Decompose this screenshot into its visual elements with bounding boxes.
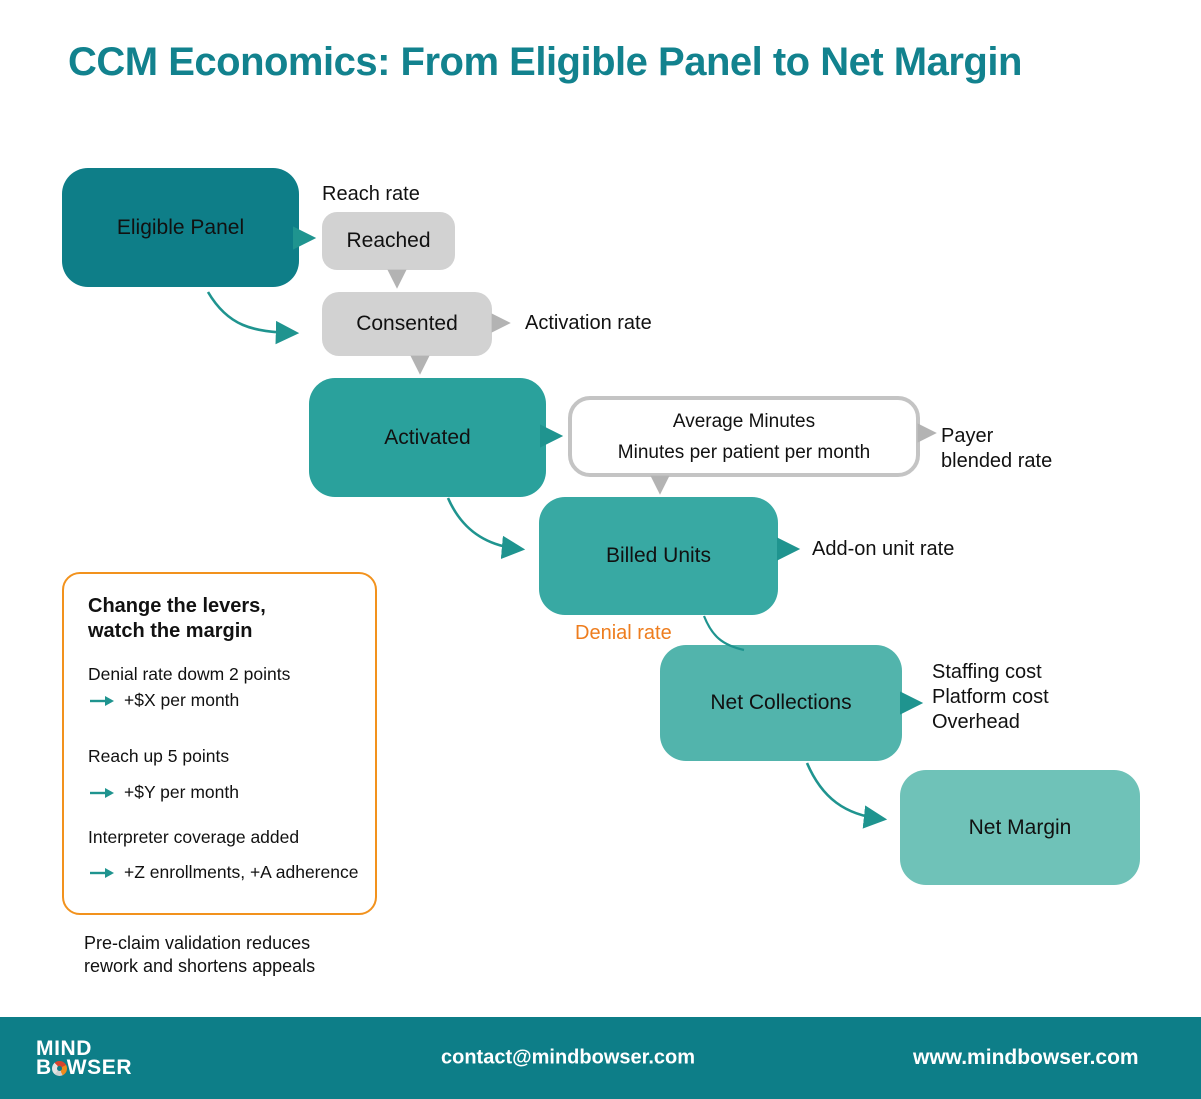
lever-result-interpreter-label: +Z enrollments, +A adherence — [124, 862, 359, 882]
lever-item-reach: Reach up 5 points — [88, 746, 230, 766]
mindbowser-logo: MIND B WSER — [36, 1037, 133, 1079]
node-net-margin: Net Margin — [900, 770, 1140, 885]
node-activated-label: Activated — [384, 425, 471, 449]
node-billed-units: Billed Units — [539, 497, 778, 615]
arrow-net-collections-to-net-margin — [805, 762, 888, 829]
footer-bar: MIND B WSER contact@mindbowser.com www.mi… — [0, 1017, 1201, 1099]
node-consented-label: Consented — [356, 312, 458, 335]
node-billed-units-label: Billed Units — [605, 544, 712, 567]
lever-result-denial-label: +$X per month — [124, 690, 240, 710]
node-average-minutes-label: Average Minutes Minutes per patient per … — [617, 410, 871, 463]
lever-item-denial: Denial rate dowm 2 points — [88, 664, 291, 684]
arrow-eligible-to-consented — [206, 291, 300, 345]
lever-item-interpreter: Interpreter coverage added — [88, 827, 300, 847]
lever-result-interpreter: +Z enrollments, +A adherence — [88, 862, 358, 883]
lever-result-reach: +$Y per month — [88, 782, 239, 803]
pre-claim-note: Pre-claim validation reduces rework and … — [84, 933, 316, 976]
node-net-collections: Net Collections — [660, 645, 902, 761]
right-arrow-icon — [90, 867, 114, 878]
label-add-on-unit-rate: Add-on unit rate — [812, 538, 955, 560]
node-reached-label: Reached — [346, 229, 431, 252]
footer-email: contact@mindbowser.com — [441, 1046, 695, 1069]
page-title: CCM Economics: From Eligible Panel to Ne… — [68, 40, 1022, 84]
arrow-activated-to-billed-units — [446, 497, 526, 560]
logo-line2: B WSER — [36, 1056, 133, 1079]
right-arrow-icon — [90, 695, 114, 706]
logo-b: B — [36, 1056, 52, 1079]
logo-line1: MIND — [36, 1037, 93, 1060]
levers-panel — [62, 572, 377, 915]
swirl-hole — [56, 1066, 62, 1071]
node-eligible-panel: Eligible Panel — [62, 168, 299, 287]
levers-panel-heading: Change the levers, watch the margin — [88, 595, 266, 642]
right-arrow-icon — [90, 787, 114, 798]
label-payer-blended-rate: Payer blended rate — [941, 425, 1053, 472]
lever-result-denial: +$X per month — [88, 690, 239, 711]
footer-website: www.mindbowser.com — [913, 1046, 1139, 1069]
logo-wser: WSER — [66, 1056, 133, 1079]
label-reach-rate: Reach rate — [322, 183, 420, 205]
label-costs: Staffing cost Platform cost Overhead — [932, 661, 1049, 733]
node-eligible-panel-label: Eligible Panel — [116, 215, 245, 239]
label-activation-rate: Activation rate — [525, 312, 652, 334]
node-consented: Consented — [322, 292, 492, 356]
node-net-collections-label: Net Collections — [710, 691, 852, 714]
node-average-minutes: Average Minutes Minutes per patient per … — [568, 396, 920, 477]
node-net-margin-label: Net Margin — [968, 815, 1072, 839]
label-denial-rate: Denial rate — [575, 622, 672, 644]
node-reached: Reached — [322, 212, 455, 270]
mindbowser-swirl-icon — [51, 1061, 67, 1076]
lever-result-reach-label: +$Y per month — [124, 782, 239, 802]
node-activated: Activated — [309, 378, 546, 497]
